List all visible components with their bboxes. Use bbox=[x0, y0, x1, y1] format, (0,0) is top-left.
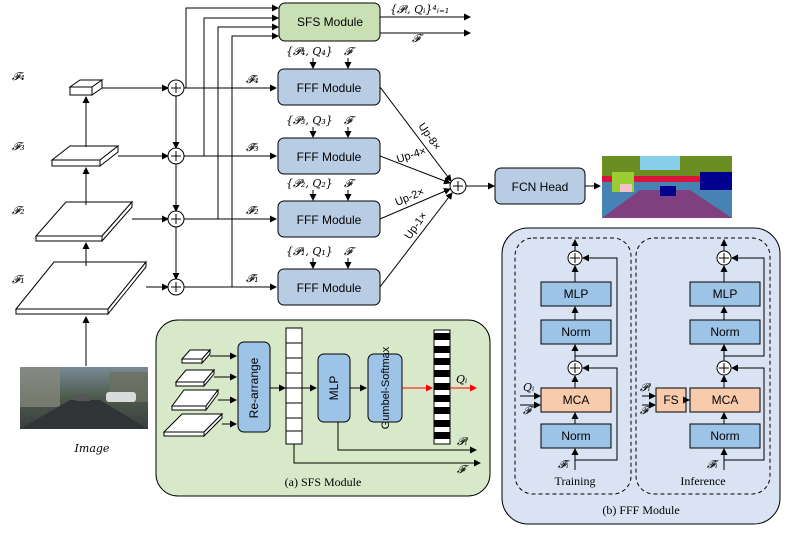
up-label-4: Up-4× bbox=[395, 145, 428, 166]
fff-module-4-label: FFF Module bbox=[297, 81, 362, 95]
inference-norm-label-top: Norm bbox=[710, 325, 739, 339]
upsample-lines bbox=[379, 86, 453, 288]
f-label-3: 𝓕 bbox=[344, 114, 356, 127]
fff-module-1-label: FFF Module bbox=[297, 281, 362, 295]
sfs-module-label: SFS Module bbox=[297, 15, 363, 29]
sfs-input-lines bbox=[184, 4, 279, 288]
rearrange-label: Re-arrange bbox=[247, 357, 261, 418]
inference-mlp-label: MLP bbox=[713, 287, 738, 301]
fs-label: FS bbox=[663, 393, 678, 407]
sfs-module-box bbox=[278, 2, 381, 42]
pyramid-connections bbox=[102, 84, 180, 291]
token-column bbox=[285, 327, 303, 445]
sfs-caption: (a) SFS Module bbox=[285, 475, 362, 489]
pq-label-3: {𝓟₃, Q₃} bbox=[286, 114, 333, 127]
f-label-2: 𝓕 bbox=[344, 177, 356, 190]
training-label: Training bbox=[555, 474, 596, 488]
pq-label-4: {𝓟₄, Q₄} bbox=[286, 45, 333, 58]
up-label-1: Up-1× bbox=[403, 210, 430, 242]
image-label: Image bbox=[74, 442, 110, 455]
pq-label-2: {𝓟₂, Q₂} bbox=[286, 177, 333, 190]
fff-modules: FFF Module FFF Module FFF Module FFF Mod… bbox=[277, 68, 381, 306]
training-q-label: Qᵢ bbox=[523, 381, 534, 394]
fs-box bbox=[655, 387, 687, 413]
fff-caption: (b) FFF Module bbox=[602, 503, 679, 517]
rearrange-box bbox=[237, 341, 271, 433]
mask-column bbox=[433, 329, 451, 445]
hat-label-2: 𝓕̂₂ bbox=[246, 204, 259, 217]
training-norm-box-top bbox=[540, 319, 612, 345]
training-norm-label-top: Norm bbox=[561, 325, 590, 339]
feature-label-3: 𝓕₃ bbox=[12, 140, 25, 153]
inference-norm-label-bottom: Norm bbox=[710, 429, 739, 443]
fff-module-2-label: FFF Module bbox=[297, 213, 362, 227]
inference-mlp-box bbox=[689, 281, 761, 307]
inference-mca-label: MCA bbox=[712, 393, 739, 407]
feature-label-1: 𝓕₁ bbox=[12, 273, 25, 286]
sfs-mlp-label: MLP bbox=[327, 376, 341, 401]
f-label-1: 𝓕 bbox=[344, 245, 356, 258]
training-mca-box bbox=[540, 387, 612, 413]
training-region bbox=[514, 237, 632, 495]
inference-norm-box-top bbox=[689, 319, 761, 345]
training-column: MLP Norm MCA Norm bbox=[520, 239, 618, 470]
inference-label: Inference bbox=[680, 474, 725, 488]
hat-label-4: 𝓕̂₄ bbox=[246, 73, 259, 86]
fff-module-3-label: FFF Module bbox=[297, 150, 362, 164]
inference-fhat-label: 𝓕̂ᵢ bbox=[707, 458, 719, 471]
inference-norm-box-bottom bbox=[689, 423, 761, 449]
fff-detail-panel bbox=[501, 227, 781, 525]
training-mlp-box bbox=[540, 281, 612, 307]
feature-label-2: 𝓕₂ bbox=[12, 204, 25, 217]
inference-column: MLP Norm MCA Norm FS bbox=[642, 239, 765, 470]
inference-region bbox=[635, 237, 771, 495]
segmentation-output bbox=[602, 156, 732, 218]
sfs-detail-slabs bbox=[162, 348, 237, 438]
up-label-2: Up-2× bbox=[393, 186, 426, 209]
training-norm-label-bottom: Norm bbox=[561, 429, 590, 443]
inference-p-label: 𝓟ᵢ bbox=[640, 381, 651, 394]
feature-label-4: 𝓕₄ bbox=[12, 70, 25, 83]
sfs-output-label: {𝓟ᵢ, Qᵢ}⁴ᵢ₌₁ bbox=[390, 3, 449, 16]
training-mca-label: MCA bbox=[563, 393, 590, 407]
sfs-p-output: 𝓟ᵢ bbox=[457, 435, 468, 448]
f-label-4: 𝓕 bbox=[344, 45, 356, 58]
training-norm-box-bottom bbox=[540, 423, 612, 449]
hat-label-3: 𝓕̂₃ bbox=[246, 141, 259, 154]
fff-input-lines bbox=[184, 84, 277, 291]
hat-label-1: 𝓕̂₁ bbox=[246, 272, 259, 285]
training-mlp-label: MLP bbox=[564, 287, 589, 301]
pq-label-1: {𝓟₁, Q₁} bbox=[286, 245, 333, 258]
sfs-output-f: 𝓕 bbox=[412, 32, 424, 45]
sfs-q-output: Qᵢ bbox=[456, 373, 467, 386]
feature-pyramid bbox=[14, 79, 148, 366]
input-image bbox=[20, 367, 148, 429]
training-fhat-label: 𝓕̂ᵢ bbox=[558, 458, 570, 471]
gumbel-softmax-label: Gumbel-Softmax bbox=[380, 346, 392, 429]
fcn-head-label: FCN Head bbox=[512, 180, 569, 194]
